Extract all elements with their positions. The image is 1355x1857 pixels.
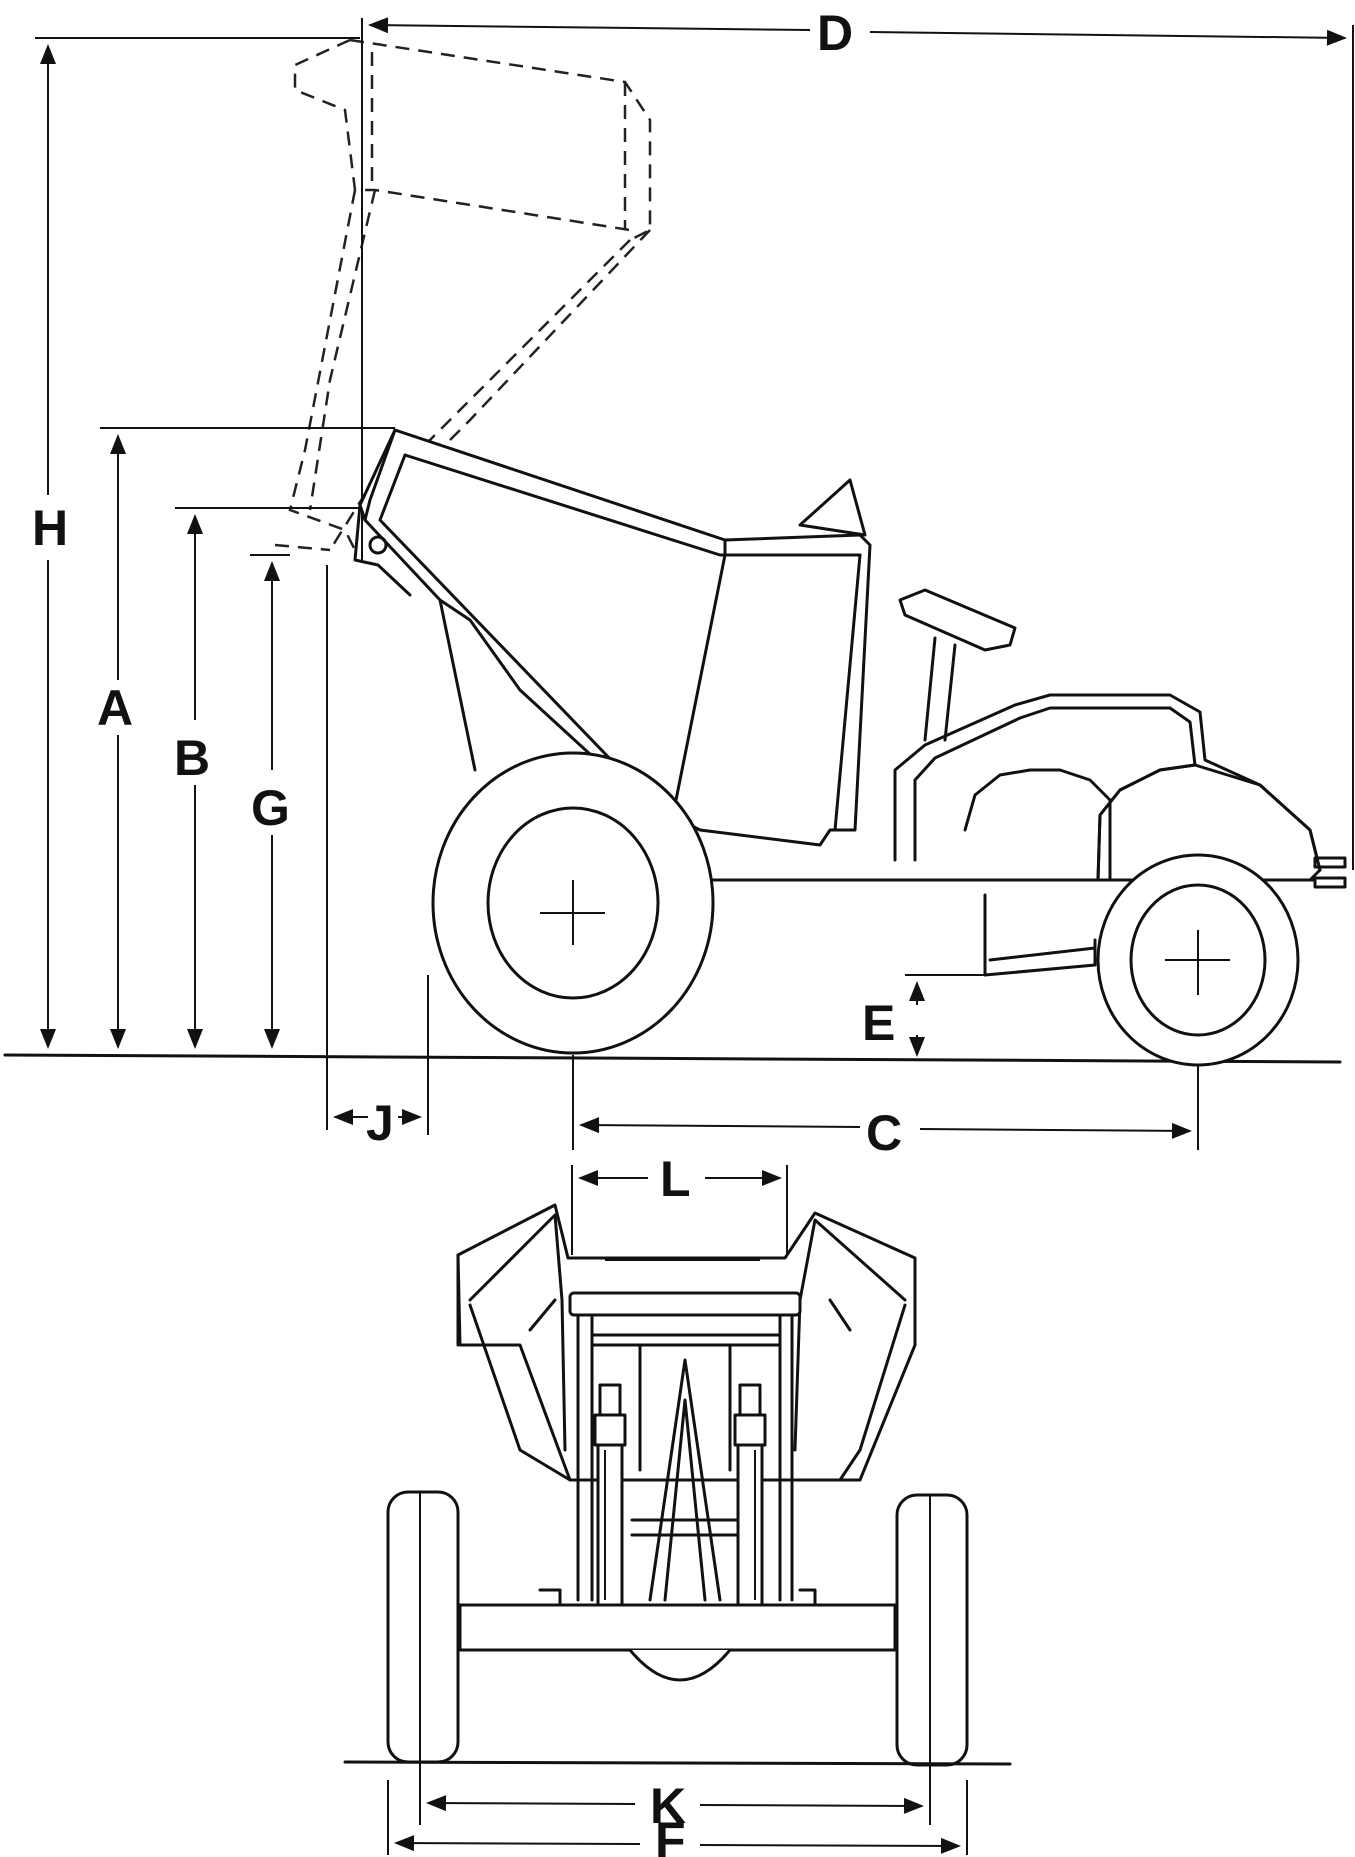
dimension-label-l: L — [660, 1151, 691, 1207]
dimension-l: L — [571, 1151, 788, 1255]
dimension-b: B — [174, 507, 360, 1049]
front-left-wheel — [386, 1490, 460, 1764]
dimension-label-a: A — [97, 680, 133, 736]
dimension-j: J — [326, 565, 429, 1151]
front-axle — [458, 1588, 897, 1682]
dimension-label-b: B — [174, 730, 210, 786]
dimension-label-g: G — [251, 780, 290, 836]
dimension-h: H — [32, 37, 360, 1049]
dimension-label-c: C — [866, 1105, 902, 1161]
rear-wheel — [1096, 763, 1322, 1067]
dimension-label-k: K — [650, 1778, 686, 1834]
dimension-f: F — [387, 1780, 968, 1857]
dimension-label-f: F — [655, 1812, 686, 1857]
ground-line — [3, 1053, 1342, 1064]
dimension-label-h: H — [32, 500, 68, 556]
skip-body — [353, 428, 872, 847]
front-view: L K F — [343, 1151, 1012, 1857]
dimension-d: D — [361, 5, 1354, 870]
steering-wheel — [898, 588, 1017, 742]
front-skip — [456, 1203, 917, 1482]
front-right-wheel — [895, 1493, 969, 1767]
dimension-c: C — [572, 1055, 1199, 1161]
dimension-g: G — [250, 554, 290, 1049]
front-wheel — [431, 751, 715, 1055]
hydraulic-rams — [593, 1383, 767, 1607]
front-ground-line — [343, 1760, 1012, 1766]
front-frame — [568, 1291, 802, 1602]
dimension-k: K — [419, 1700, 931, 1834]
dimension-label-d: D — [817, 5, 853, 61]
dimension-a: A — [97, 427, 395, 1049]
dimension-e: E — [862, 974, 985, 1057]
dimension-label-j: J — [366, 1095, 394, 1151]
dimension-label-e: E — [862, 995, 895, 1051]
side-view: D H A B G — [3, 5, 1354, 1161]
